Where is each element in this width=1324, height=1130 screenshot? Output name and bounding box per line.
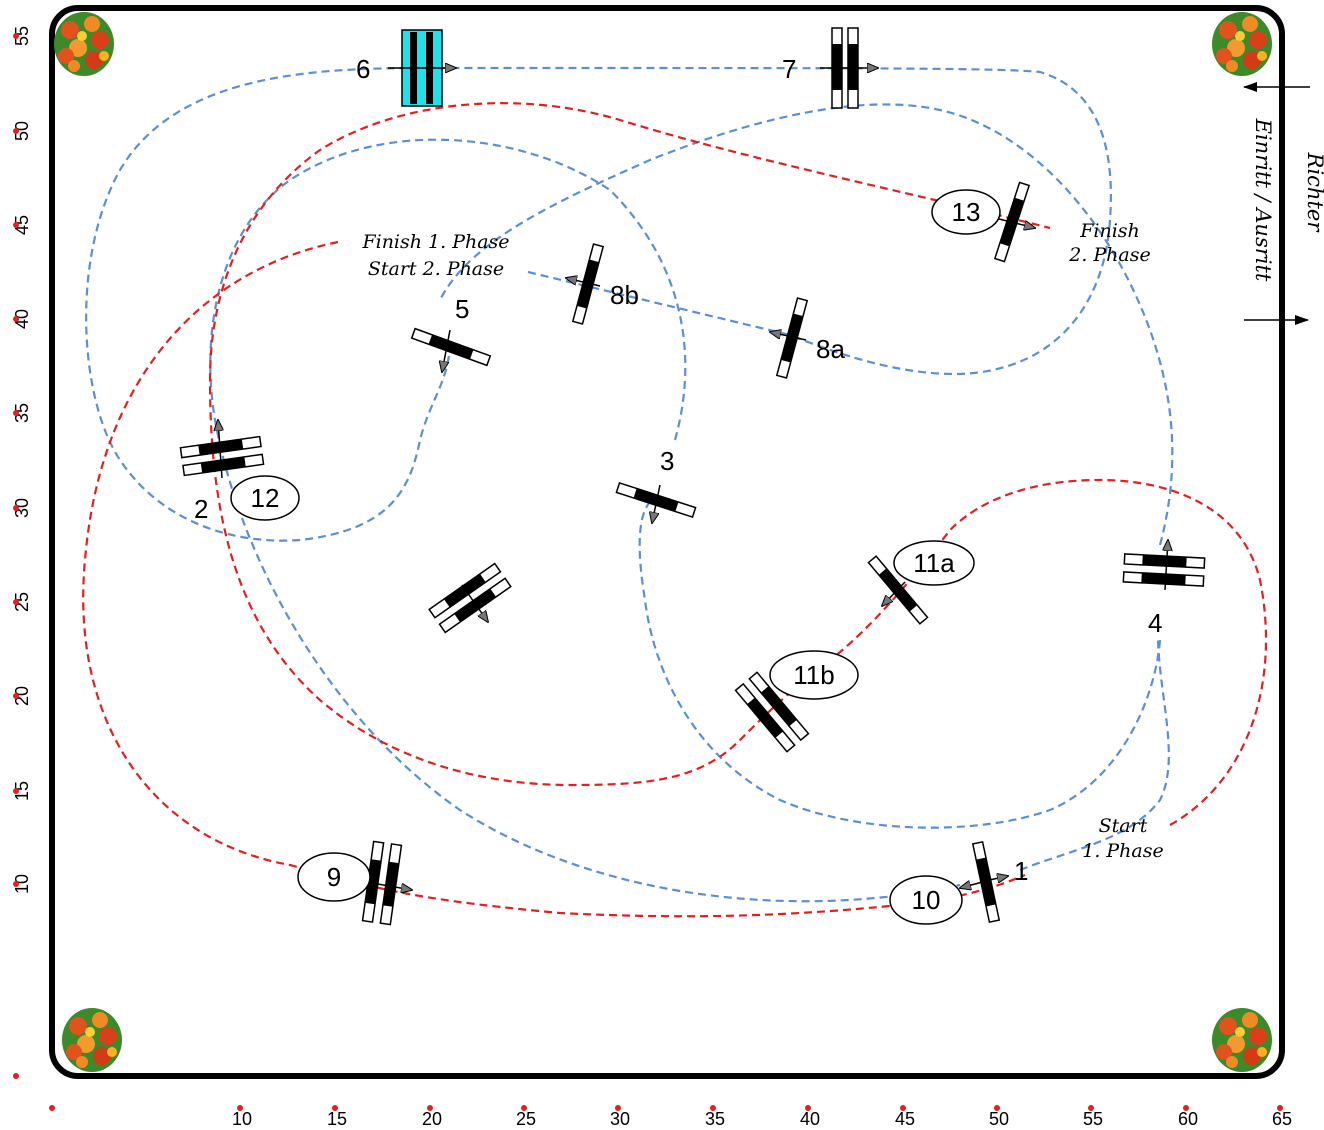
x-tick-label: 40: [800, 1109, 820, 1129]
judge-label: Richter: [1303, 152, 1324, 234]
x-tick-label: 15: [327, 1109, 347, 1129]
y-tick-label: 35: [12, 403, 32, 423]
obstacle-6-label: 6: [356, 54, 370, 84]
obstacle-3-label: 3: [660, 446, 674, 476]
x-tick-label: 25: [516, 1109, 536, 1129]
obstacle-4: 4: [1122, 540, 1206, 638]
obstacle-8b-label: 8b: [610, 280, 639, 310]
obstacle-11a: 11a: [867, 540, 975, 625]
flower-decoration-bottom-right: [1212, 1008, 1272, 1072]
obstacle-13-label: 13: [952, 197, 981, 227]
obstacle-5-label: 5: [455, 294, 469, 324]
x-tick-label: 55: [1083, 1109, 1103, 1129]
y-tick-label: 10: [12, 874, 32, 894]
y-tick-label: 50: [12, 121, 32, 141]
obstacle-2-label: 2: [194, 494, 208, 524]
obstacle-11a-label: 11a: [913, 548, 955, 578]
finish-2-phase-label-line1: Finish: [1079, 220, 1140, 242]
obstacle-9: 9: [297, 840, 412, 926]
x-tick-label: 10: [232, 1109, 252, 1129]
y-tick-label: 45: [12, 215, 32, 235]
entrance-exit-marker: Einritt / Ausritt Richter: [1243, 82, 1324, 325]
obstacle-12: 12: [230, 475, 300, 521]
obstacle-8a-label: 8a: [816, 334, 845, 364]
y-tick-label: 15: [12, 781, 32, 801]
y-tick-label: 25: [12, 592, 32, 612]
y-axis: 55 50 45 40 35 30 25 20 15 10: [12, 26, 32, 1079]
obstacle-10-label: 10: [912, 885, 941, 915]
obstacle-1: 1: [960, 840, 1028, 924]
obstacle-5: 5: [410, 294, 492, 372]
x-tick-label: 20: [422, 1109, 442, 1129]
entrance-exit-label: Einritt / Ausritt: [1251, 118, 1275, 282]
y-tick-label: 40: [12, 309, 32, 329]
phase1-path: [208, 102, 1268, 826]
finish-2-phase-label-line2: 2. Phase: [1068, 244, 1151, 266]
obstacle-4-label: 4: [1148, 608, 1162, 638]
obstacle-7: 7: [782, 27, 878, 109]
arena-border: [49, 5, 1285, 1079]
obstacle-8a: 8a: [770, 297, 845, 379]
obstacle-7-label: 7: [782, 54, 796, 84]
phase2-path-mid: [209, 138, 961, 903]
x-tick-label: 30: [610, 1109, 630, 1129]
y-tick-label: 55: [12, 26, 32, 46]
y-tick-label: 20: [12, 686, 32, 706]
start-2-phase-label: Start 2. Phase: [368, 258, 504, 280]
flower-decoration-bottom-left: [62, 1008, 122, 1072]
finish-1-phase-label: Finish 1. Phase: [361, 231, 509, 253]
flower-decoration-top-right: [1212, 12, 1272, 76]
obstacle-3: 3: [615, 446, 697, 523]
x-tick-label: 35: [705, 1109, 725, 1129]
x-tick-label: 50: [989, 1109, 1009, 1129]
obstacle-6: 6: [356, 29, 456, 107]
phase2-path-lower: [638, 499, 1162, 829]
obstacle-11b: 11b: [734, 650, 859, 753]
obstacle-12-label: 12: [251, 483, 280, 513]
obstacle-1-label: 1: [1014, 856, 1028, 886]
obstacle-9-label: 9: [327, 862, 341, 892]
y-tick-label: 30: [12, 498, 32, 518]
phase2-path-start: [1019, 639, 1170, 872]
obstacle-13: 13: [931, 181, 1035, 263]
obstacle-2: 2: [179, 420, 265, 524]
obstacle-unnumbered: [428, 562, 512, 634]
x-tick-label: 45: [895, 1109, 915, 1129]
x-axis: 10 15 20 25 30 35 40 45 50 55 60 65: [49, 1105, 1292, 1129]
obstacle-10: 10: [889, 875, 963, 925]
start-1-phase-label-line2: 1. Phase: [1082, 840, 1164, 862]
phase2-path: [85, 66, 1112, 542]
x-tick-label: 65: [1272, 1109, 1292, 1129]
obstacle-11b-label: 11b: [793, 660, 834, 690]
x-tick-label: 60: [1178, 1109, 1198, 1129]
obstacle-8b: 8b: [566, 243, 639, 325]
flower-decoration-top-left: [54, 12, 114, 76]
start-1-phase-label-line1: Start: [1099, 815, 1148, 837]
phase2-path-loop: [439, 103, 1174, 546]
